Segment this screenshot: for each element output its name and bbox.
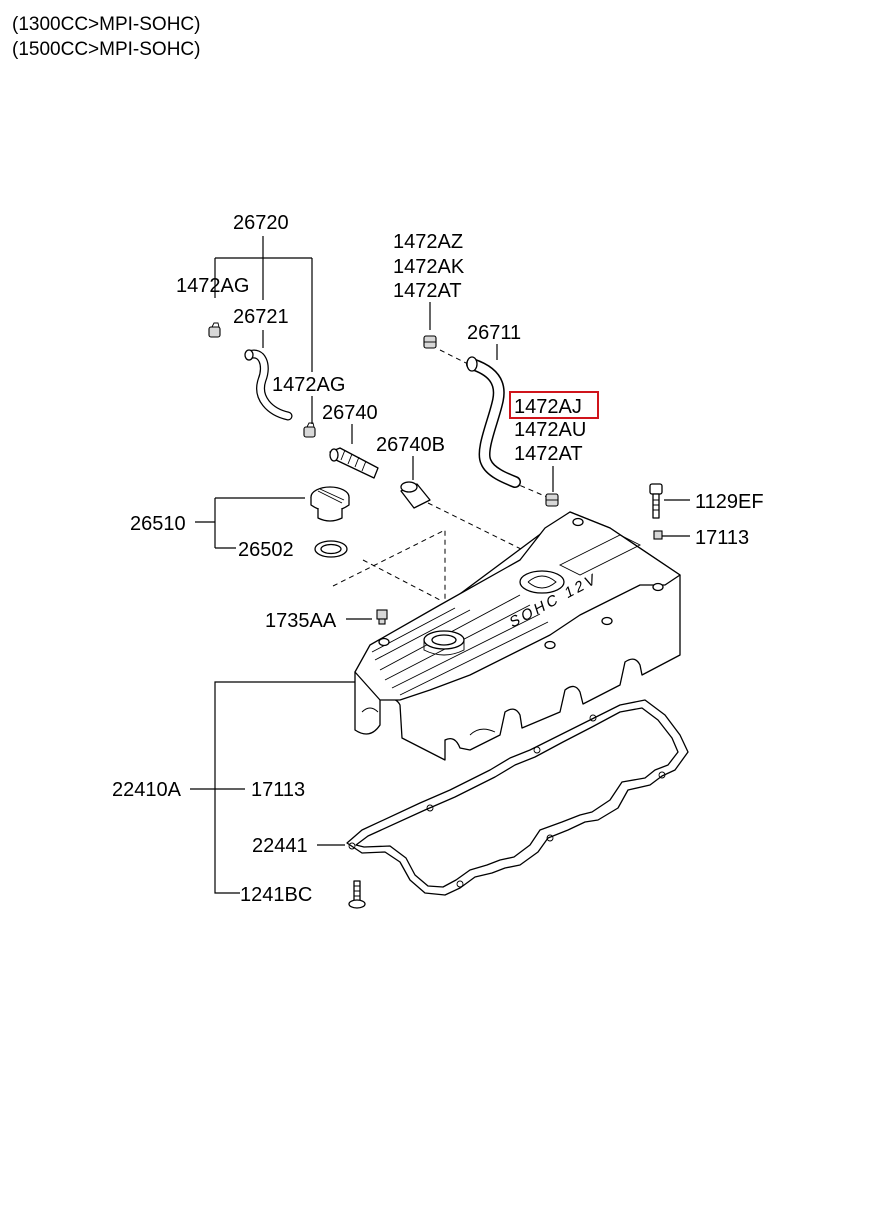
label-26510: 26510 [130, 513, 186, 535]
nut-17113-top [653, 530, 663, 540]
engine-spec-line-1: (1300CC>MPI-SOHC) [12, 14, 200, 35]
engine-spec-line-2: (1500CC>MPI-SOHC) [12, 39, 200, 60]
label-1472AU: 1472AU [514, 419, 586, 441]
grommet-26740B [400, 481, 431, 509]
cover-gasket-22441 [346, 699, 689, 896]
hose-clamp-1472AG-upper [208, 322, 221, 338]
hose-clamp-1472AG-lower [303, 422, 316, 438]
label-1735AA: 1735AA [265, 610, 337, 632]
rocker-cover-22410A: SOHC 12V [354, 511, 681, 761]
part-labels: 26720 1472AG 26721 1472AG 26740 26740B 1… [112, 212, 764, 906]
filler-cap-gasket-26502 [314, 540, 348, 558]
label-26720: 26720 [233, 212, 289, 234]
label-1472AK: 1472AK [393, 256, 465, 278]
label-26740B: 26740B [376, 434, 445, 456]
label-1472AT-upper: 1472AT [393, 280, 462, 302]
label-26721: 26721 [233, 306, 289, 328]
pcv-valve-26740 [329, 447, 379, 479]
label-22441: 22441 [252, 835, 308, 857]
label-26711: 26711 [467, 322, 521, 344]
label-17113-top: 17113 [695, 527, 749, 549]
label-17113-bottom: 17113 [251, 779, 305, 801]
bolt-1241BC [348, 880, 366, 909]
oil-filler-cap-26510 [310, 486, 350, 522]
highlight-box-1472AJ [509, 391, 599, 419]
label-26740: 26740 [322, 402, 378, 424]
plug-1735AA [376, 609, 388, 625]
label-1472AJ: 1472AJ [514, 396, 582, 418]
hose-clamp-1472AT-lower [545, 493, 559, 507]
label-26502: 26502 [238, 539, 294, 561]
label-1472AT-lower: 1472AT [514, 443, 583, 465]
bolt-1129EF [649, 483, 663, 519]
label-1472AG-lower: 1472AG [272, 374, 345, 396]
breather-hose-26711 [466, 356, 521, 488]
label-1129EF: 1129EF [695, 491, 764, 513]
hose-clamp-1472AT-upper [423, 335, 437, 349]
label-22410A: 22410A [112, 779, 182, 801]
label-1472AG-upper: 1472AG [176, 275, 249, 297]
label-1472AZ: 1472AZ [393, 231, 463, 253]
breather-hose-26721 [244, 349, 293, 421]
label-1241BC: 1241BC [240, 884, 312, 906]
